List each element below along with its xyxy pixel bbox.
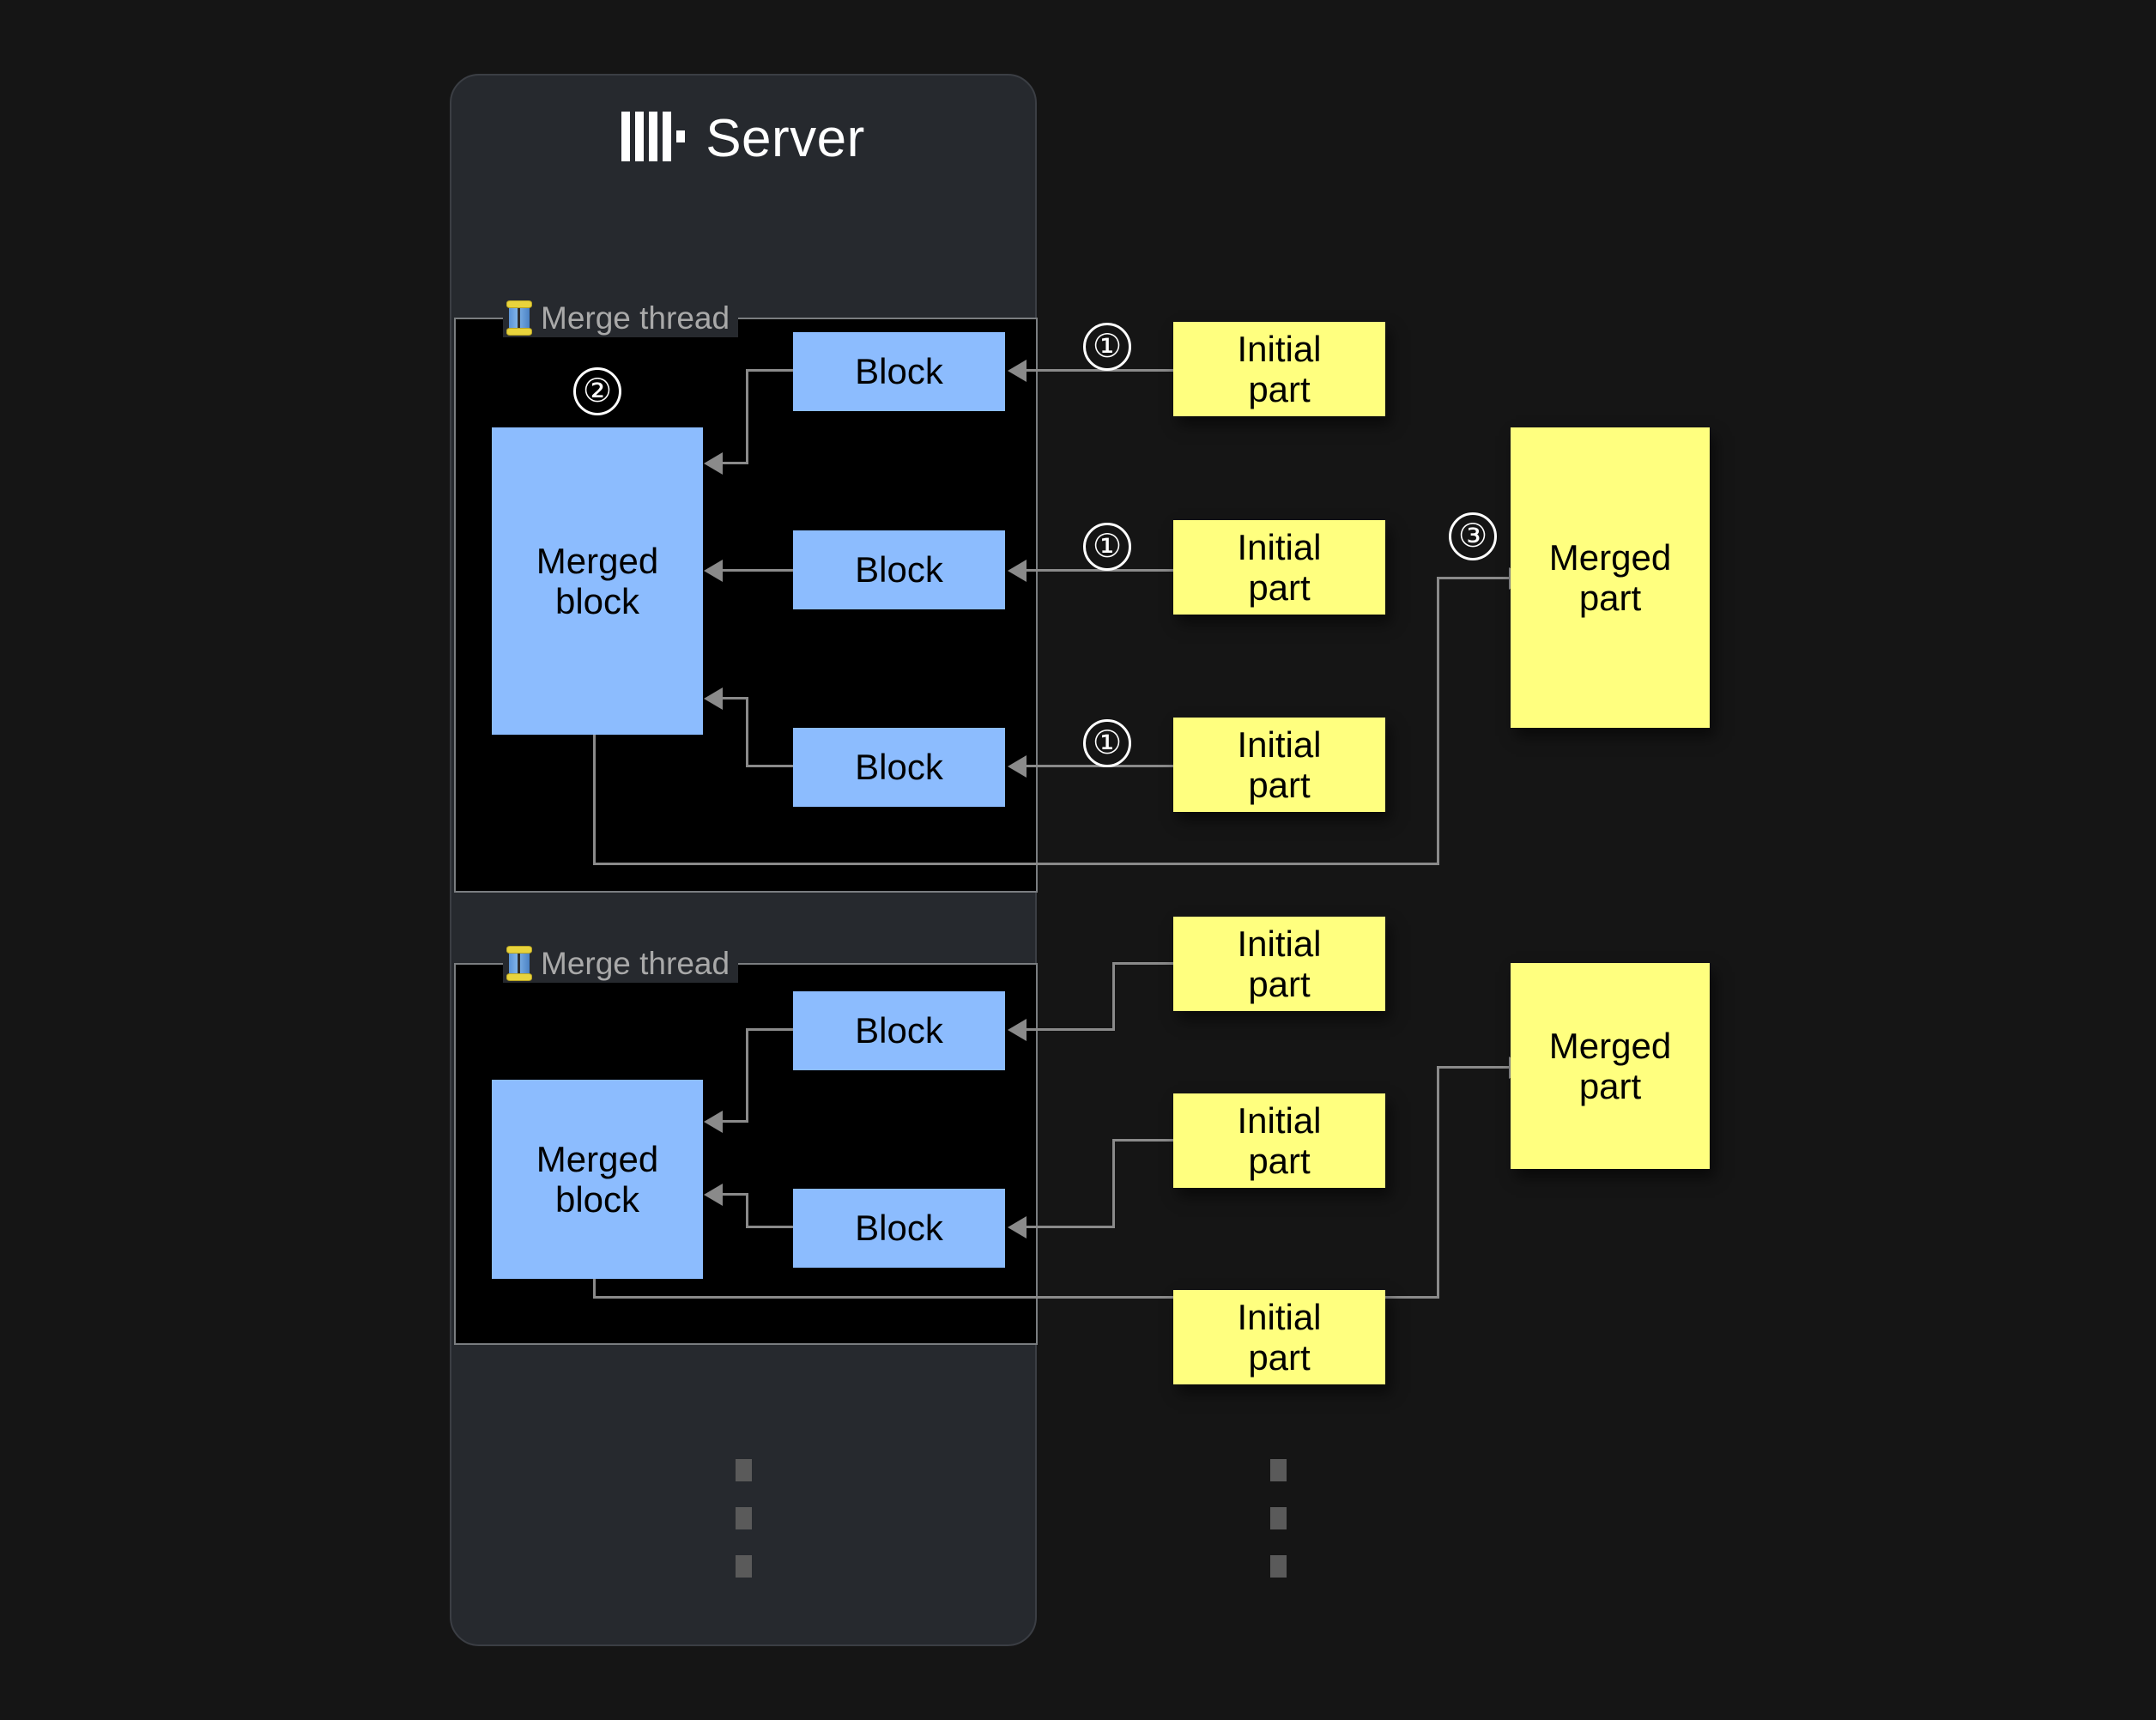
clickhouse-logo-icon — [621, 112, 687, 171]
parts-ellipsis — [1270, 1459, 1287, 1603]
connector-block2-2-v — [746, 1193, 748, 1228]
step-marker-1-c: ① — [1083, 719, 1131, 767]
connector-merged1-v-up — [1437, 577, 1439, 865]
merge-thread-label-1: Merge thread — [503, 298, 739, 337]
connector-merged2-v-down — [593, 1279, 596, 1297]
connector-block2-2-h-bot — [746, 1226, 796, 1228]
ellipsis-dot — [1270, 1555, 1287, 1578]
thread-spool-icon — [506, 300, 532, 336]
connector-ip4-h-bot — [1027, 1028, 1115, 1031]
merged-block-1-label: Merged block — [536, 540, 659, 621]
step-marker-3: ③ — [1449, 512, 1497, 560]
connector-merged1-h-in — [1437, 577, 1511, 579]
merge-thread-label-2: Merge thread — [503, 943, 739, 983]
server-title-label: Server — [706, 109, 865, 168]
connector-block1-3-h-top — [723, 697, 748, 700]
connector-ip5-h-top — [1112, 1139, 1178, 1142]
connector-block2-2-h-top — [723, 1193, 748, 1196]
arrow-block2-1-to-merged — [704, 1111, 723, 1133]
merged-block-2-label: Merged block — [536, 1138, 659, 1220]
connector-block1-2-h — [723, 569, 796, 572]
connector-ip4-v — [1112, 962, 1115, 1031]
connector-block1-3-h-bot — [746, 765, 796, 767]
arrow-ip1-to-block — [1008, 360, 1027, 382]
connector-ip5-h-bot — [1027, 1226, 1115, 1228]
server-title: Server — [450, 112, 1037, 171]
server-ellipsis — [736, 1459, 752, 1603]
connector-block1-1-h-bot — [723, 462, 748, 464]
connector-block1-1-v — [746, 369, 748, 463]
connector-merged2-h — [593, 1296, 1439, 1299]
block-1-2: Block — [793, 530, 1005, 609]
connector-merged1-h — [593, 863, 1439, 865]
connector-block1-3-v — [746, 697, 748, 767]
connector-ip1-to-block — [1027, 369, 1176, 372]
merge-thread-label-text: Merge thread — [541, 945, 730, 981]
connector-merged2-h-in — [1437, 1066, 1511, 1069]
arrow-block1-3-to-merged — [704, 687, 723, 710]
arrow-block1-1-to-merged — [704, 452, 723, 475]
connector-ip2-to-block — [1027, 569, 1176, 572]
connector-merged1-v-down — [593, 735, 596, 865]
arrow-block1-2-to-merged — [704, 560, 723, 582]
arrow-block2-2-to-merged — [704, 1184, 723, 1206]
merged-block-2: Merged block — [492, 1080, 703, 1279]
connector-ip5-v — [1112, 1139, 1115, 1228]
block-2-2: Block — [793, 1189, 1005, 1268]
ellipsis-dot — [736, 1507, 752, 1529]
connector-block1-1-h-top — [746, 369, 796, 372]
ellipsis-dot — [736, 1459, 752, 1481]
step-marker-1-b: ① — [1083, 523, 1131, 571]
connector-ip4-h-top — [1112, 962, 1178, 965]
thread-spool-icon — [506, 945, 532, 981]
connector-block2-1-h-bot — [723, 1120, 748, 1123]
arrow-ip4-to-block — [1008, 1019, 1027, 1041]
merge-thread-label-text: Merge thread — [541, 300, 730, 336]
block-1-1: Block — [793, 332, 1005, 411]
arrow-ip2-to-block — [1008, 560, 1027, 582]
step-marker-2: ② — [573, 367, 621, 415]
block-2-1: Block — [793, 991, 1005, 1070]
connector-block2-1-v — [746, 1028, 748, 1123]
ellipsis-dot — [1270, 1507, 1287, 1529]
arrow-ip5-to-block — [1008, 1216, 1027, 1239]
arrow-ip3-to-block — [1008, 755, 1027, 778]
merged-block-1: Merged block — [492, 427, 703, 735]
ellipsis-dot — [736, 1555, 752, 1578]
connector-merged2-v-up — [1437, 1066, 1439, 1298]
ellipsis-dot — [1270, 1459, 1287, 1481]
connector-block2-1-h-top — [746, 1028, 796, 1031]
block-1-3: Block — [793, 728, 1005, 807]
step-marker-1-a: ① — [1083, 323, 1131, 371]
